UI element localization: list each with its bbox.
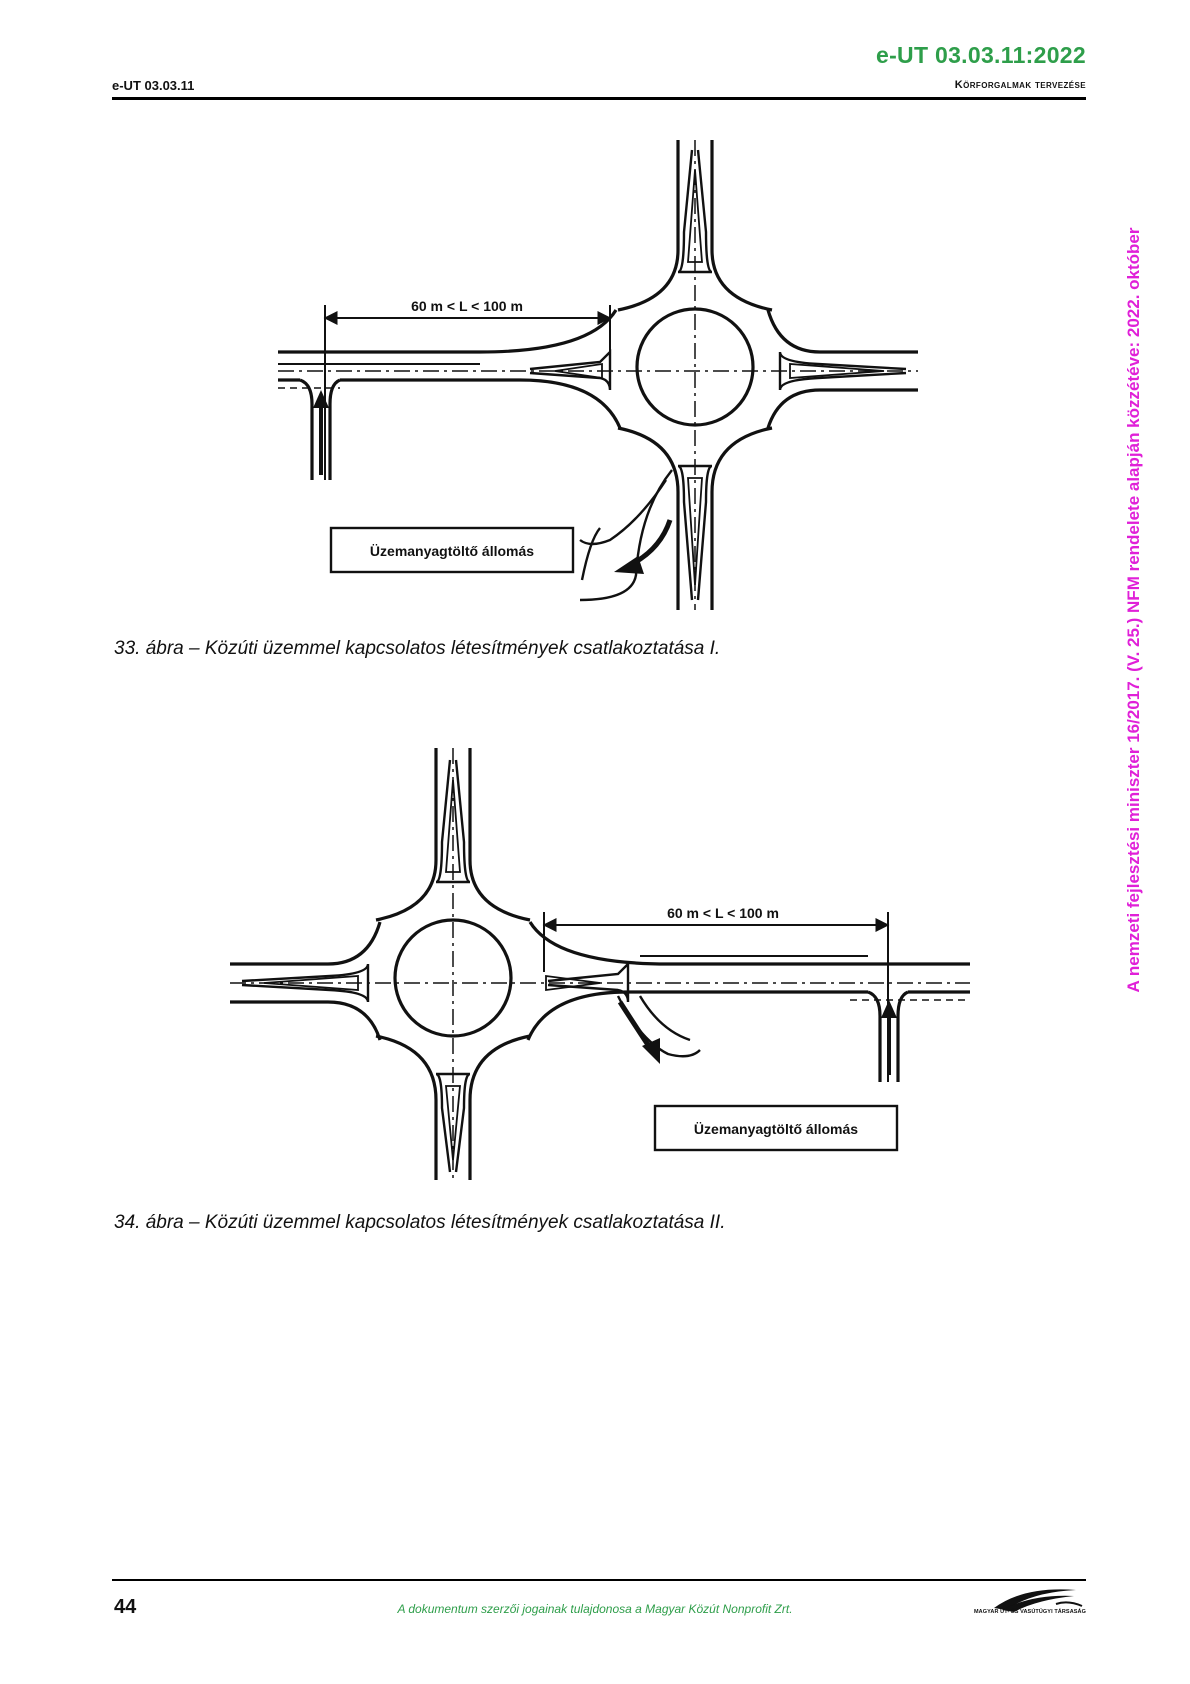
header-document-code: e-UT 03.03.11 xyxy=(112,78,195,93)
figure-33-station-box xyxy=(329,526,575,574)
figure-34-approach-arrow xyxy=(881,1000,897,1075)
figure-33-dimension xyxy=(323,305,612,480)
header-rule xyxy=(112,97,1086,100)
figure-33-exit-arrow xyxy=(614,519,673,574)
document-code: e-UT 03.03.11:2022 xyxy=(876,42,1086,68)
figure-34-station-label: Üzemanyagtöltő állomás xyxy=(694,1121,858,1137)
header-section-title: Körforgalmak tervezése xyxy=(954,79,1086,91)
figure-33-station-access xyxy=(579,469,673,602)
figure-34-station-box xyxy=(653,1104,899,1152)
figure-33-caption: 33. ábra – Közúti üzemmel kapcsolatos lé… xyxy=(114,638,721,659)
central-island xyxy=(393,918,513,1038)
figure-33-dimension-label: 60 m < L < 100 m xyxy=(411,298,523,314)
copyright-notice: A dokumentum szerzői jogainak tulajdonos… xyxy=(397,1602,793,1616)
figure-33-roundabout xyxy=(278,140,918,610)
page-number: 44 xyxy=(114,1596,137,1618)
figure-34-dimension-label: 60 m < L < 100 m xyxy=(667,905,779,921)
figure-34-exit-arrow xyxy=(617,1000,660,1064)
footer-rule xyxy=(112,1579,1086,1581)
figure-33-station-label: Üzemanyagtöltő állomás xyxy=(370,543,534,559)
figure-34-dimension xyxy=(542,912,890,1082)
figure-34-caption: 34. ábra – Közúti üzemmel kapcsolatos lé… xyxy=(114,1212,726,1233)
society-logo-icon xyxy=(994,1589,1083,1612)
figure-34-roundabout xyxy=(230,748,970,1180)
figure-33-approach-arrow xyxy=(313,390,329,475)
figure-34-dimension-bg xyxy=(648,903,798,921)
figure-33-dimension-bg xyxy=(392,296,542,314)
logo-caption: MAGYAR ÚT- ÉS VASÚTÜGYI TÁRSASÁG xyxy=(974,1609,1086,1615)
